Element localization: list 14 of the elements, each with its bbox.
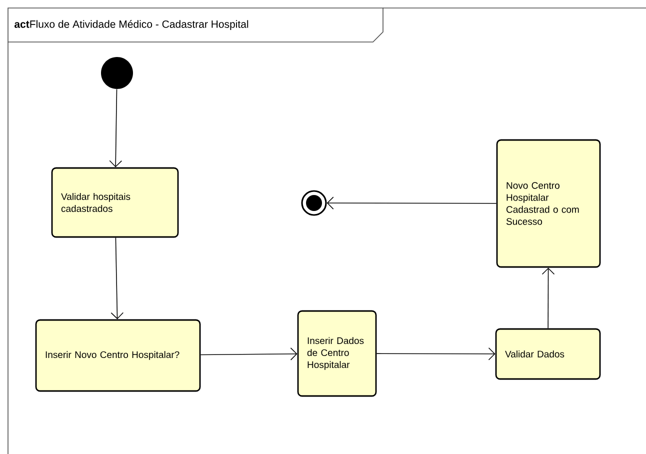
action-box: Inserir Novo Centro Hospitalar? — [35, 319, 201, 392]
arrow — [109, 88, 122, 168]
action-box: Validar hospitais cadastrados — [51, 167, 179, 238]
arrow — [376, 347, 496, 360]
action-box: Novo Centro Hospitalar Cadastrad o com Sucesso — [496, 139, 601, 268]
action-box: Validar Dados — [495, 328, 601, 380]
arrow — [200, 348, 298, 360]
arrow — [326, 196, 497, 210]
action-box: Inserir Dados de Centro Hospitalar — [297, 310, 377, 397]
initial-node — [101, 57, 133, 89]
arrow — [110, 237, 124, 320]
arrow — [542, 268, 555, 329]
final-node — [301, 190, 327, 216]
diagram-title: actFluxo de Atividade Médico - Cadastrar Hospital — [14, 20, 248, 30]
